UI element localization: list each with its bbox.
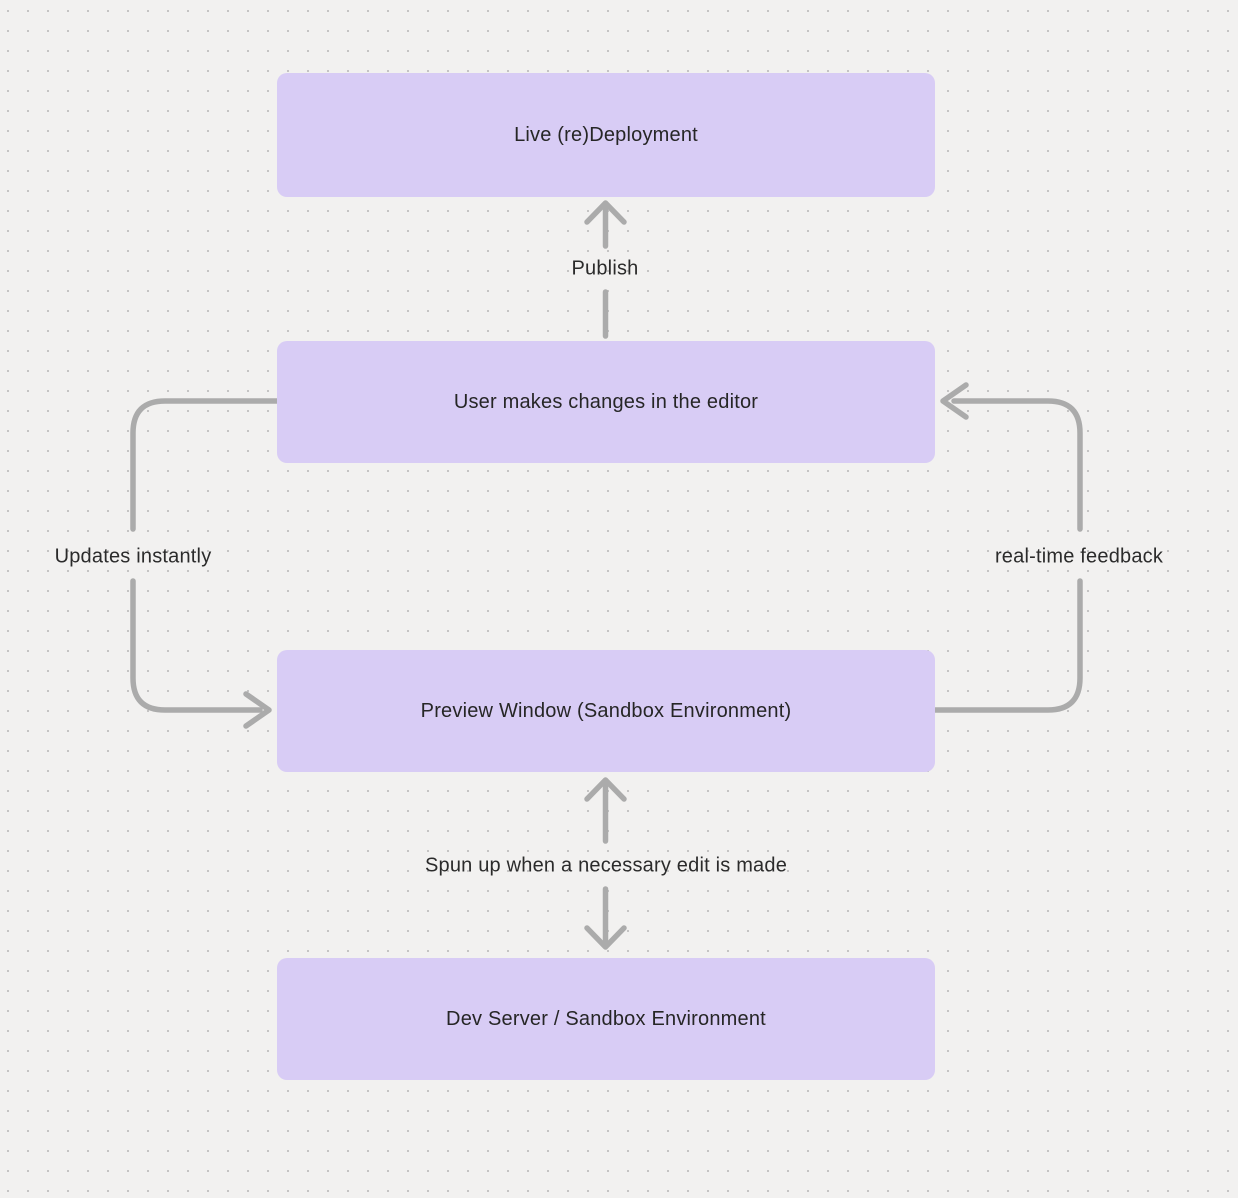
node-live-redeployment[interactable]: Live (re)Deployment — [277, 73, 935, 197]
edge-updates-arrowhead-right-icon — [243, 691, 272, 729]
edge-feedback-arrowhead-left-icon — [940, 382, 969, 420]
node-user-edits-label: User makes changes in the editor — [453, 390, 759, 413]
edge-spunup-arrowhead-up-icon — [584, 777, 627, 802]
edge-updates-segment-top — [130, 398, 280, 532]
node-dev-server-label: Dev Server / Sandbox Environment — [446, 1007, 766, 1030]
edge-publish-arrowhead-up-icon — [584, 200, 627, 225]
edge-feedback-segment-bottom — [932, 578, 1083, 713]
edge-spunup-arrowhead-down-icon — [584, 925, 627, 950]
edge-label-real-time-feedback: real-time feedback — [994, 545, 1164, 568]
node-preview-window-label: Preview Window (Sandbox Environment) — [420, 699, 792, 722]
edge-updates-segment-bottom — [130, 578, 263, 713]
node-dev-server[interactable]: Dev Server / Sandbox Environment — [277, 958, 935, 1080]
edge-feedback-segment-top — [951, 398, 1083, 532]
edge-label-publish: Publish — [571, 257, 639, 280]
edge-strokes — [130, 200, 1083, 950]
edge-label-updates-instantly: Updates instantly — [54, 545, 212, 568]
node-user-edits[interactable]: User makes changes in the editor — [277, 341, 935, 463]
node-preview-window[interactable]: Preview Window (Sandbox Environment) — [277, 650, 935, 772]
edge-label-spun-up: Spun up when a necessary edit is made — [424, 854, 788, 877]
node-live-redeployment-label: Live (re)Deployment — [514, 123, 698, 146]
